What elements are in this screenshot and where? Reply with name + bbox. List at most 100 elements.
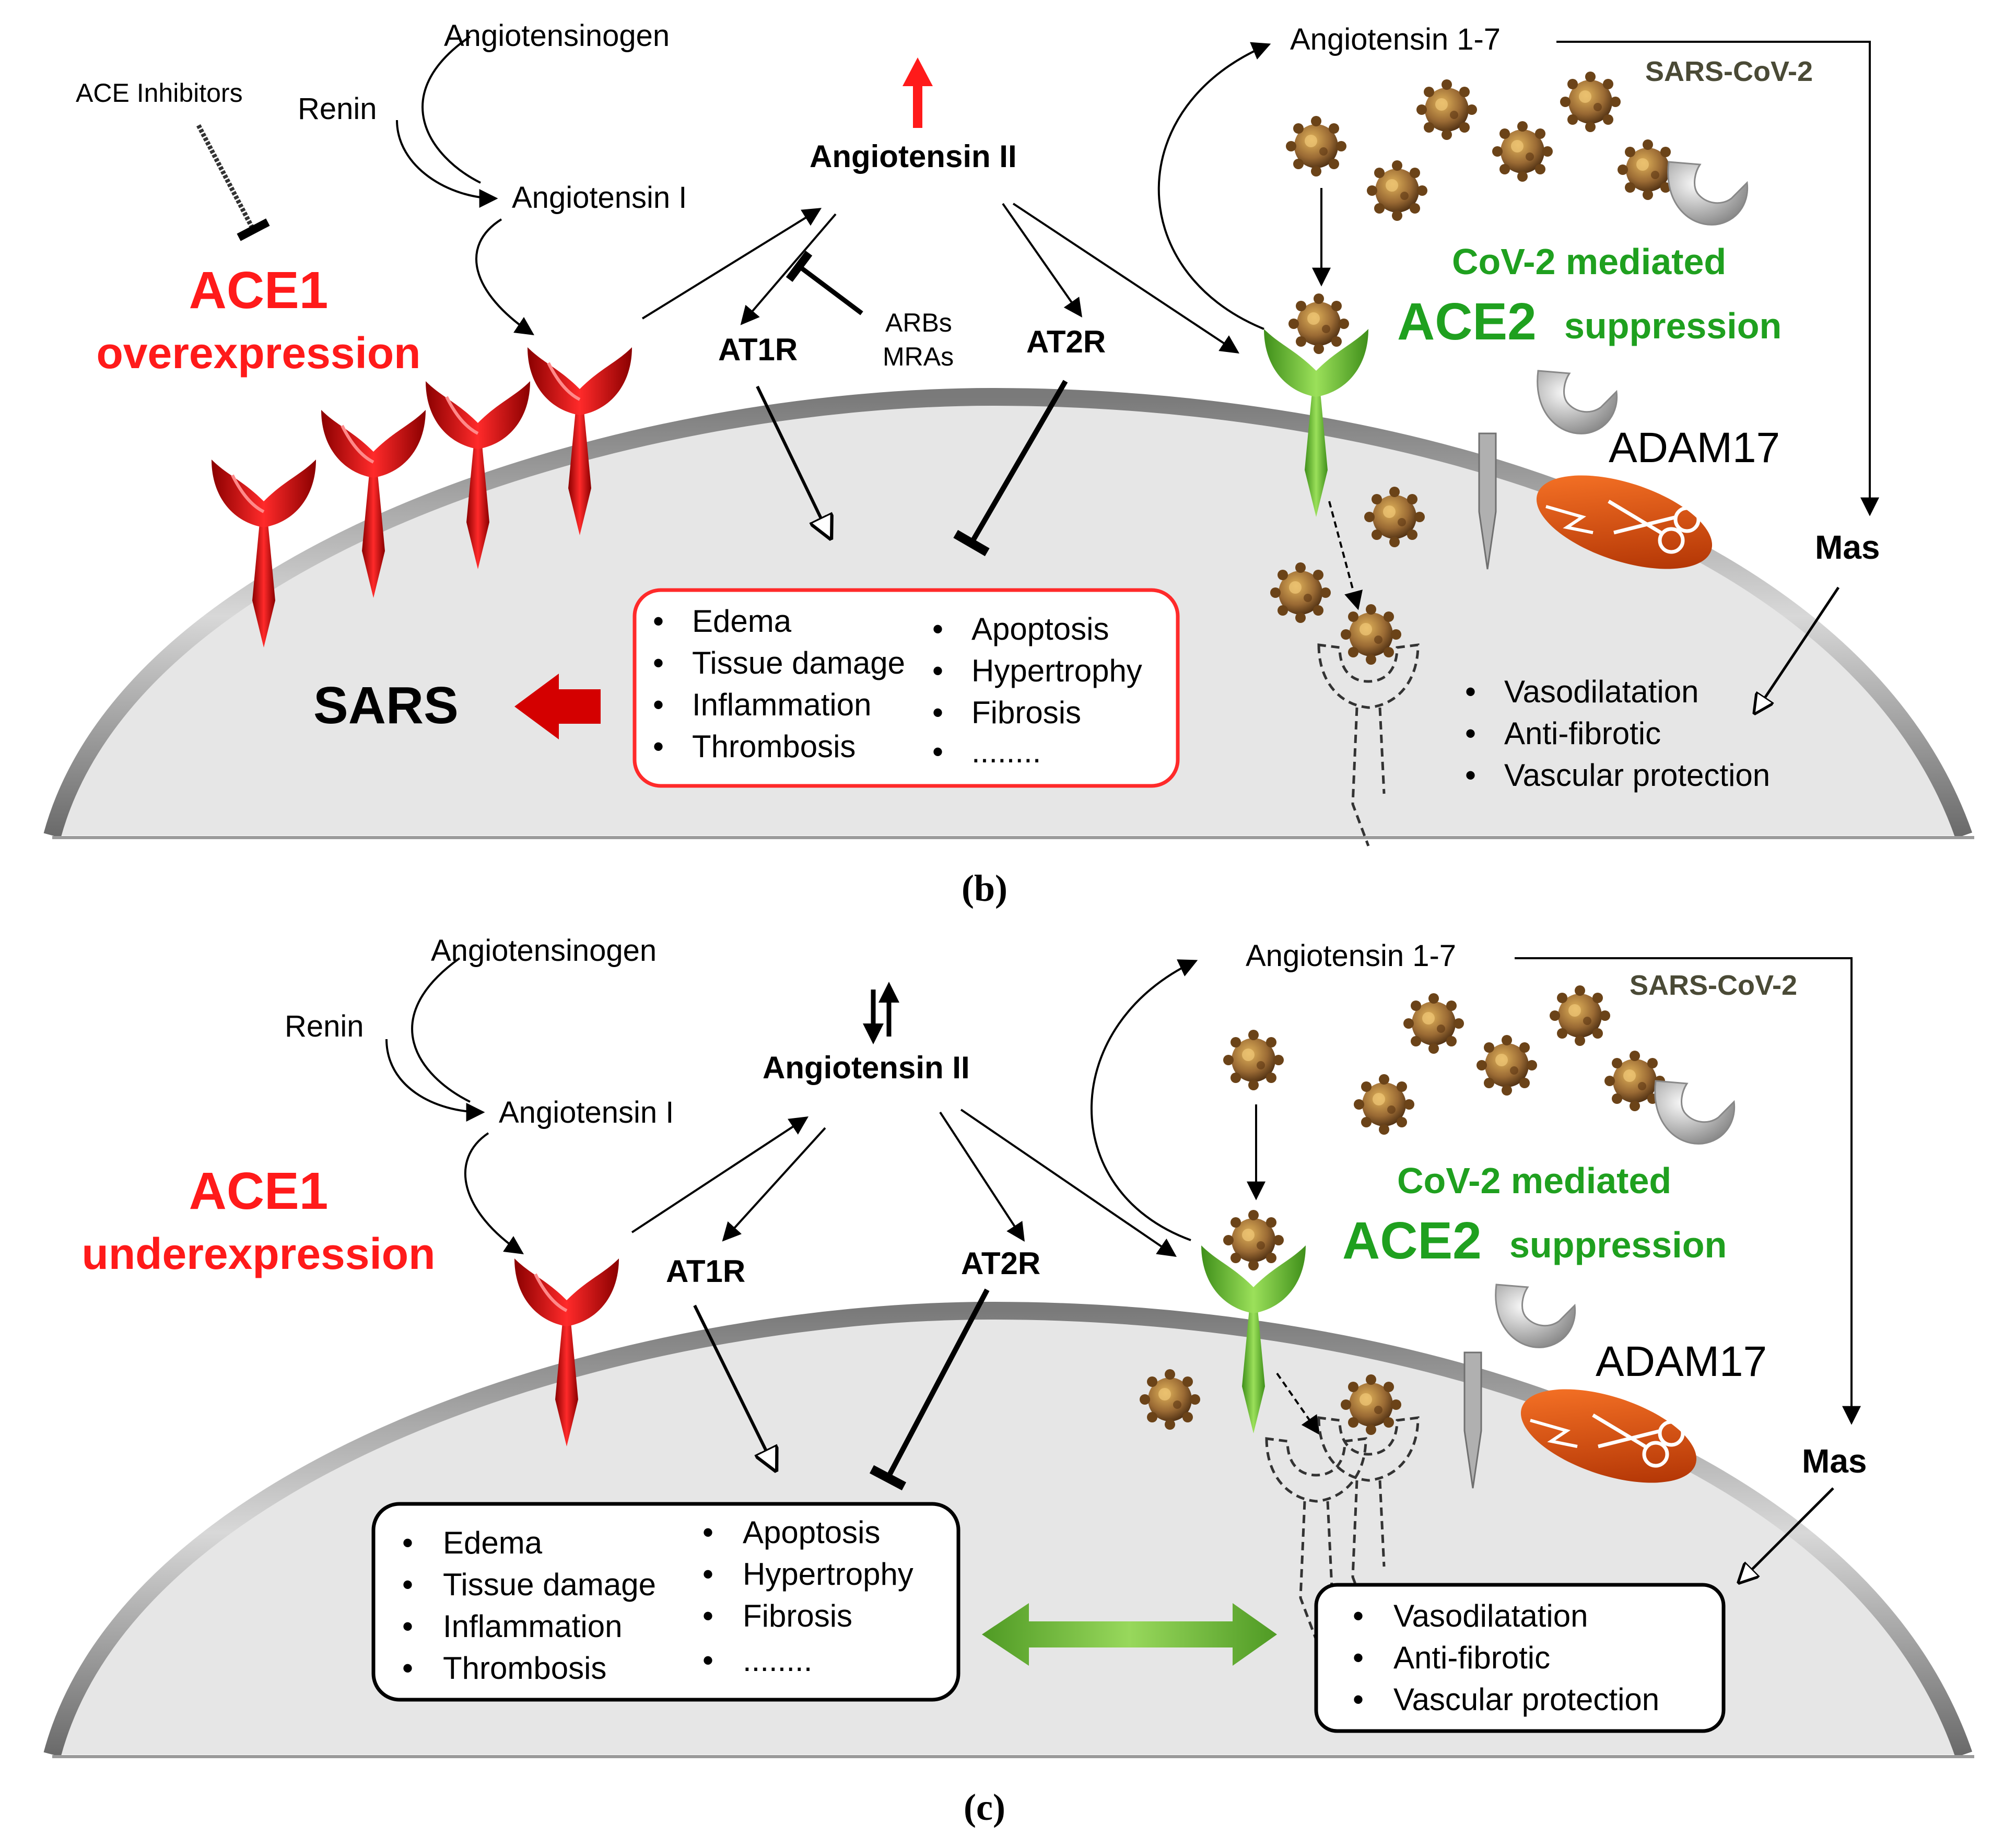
angiotensin-i-label: Angiotensin I: [499, 1096, 674, 1129]
sars-cov-2-particle-icon: [1364, 487, 1425, 547]
cell-membrane: [43, 1301, 1973, 1758]
arbs-label: ARBs: [885, 308, 952, 337]
up-arrow-icon: [903, 57, 933, 128]
sars-cov-2-particle-icon: [1223, 1210, 1284, 1270]
list-item: Apoptosis: [743, 1515, 881, 1550]
list-item: Vascular protection: [1393, 1682, 1659, 1717]
ace1-state: overexpression: [97, 328, 421, 378]
angiotensinogen-label: Angiotensinogen: [444, 19, 670, 53]
list-item: Inflammation: [692, 687, 871, 722]
at2r-label: AT2R: [1026, 324, 1106, 359]
angiotensinogen-label: Angiotensinogen: [431, 934, 657, 968]
panel-b-caption: (b): [962, 867, 1007, 909]
ace1-title: ACE1: [189, 261, 329, 320]
panel-b: Angiotensinogen Renin Angiotensin I Angi…: [43, 19, 1974, 909]
list-item: Fibrosis: [743, 1598, 852, 1633]
list-item: Fibrosis: [971, 695, 1081, 730]
angiotensin-ii-label: Angiotensin II: [763, 1050, 970, 1085]
sars-cov-2-label: SARS-CoV-2: [1645, 56, 1813, 87]
cov2-mediated-label: CoV-2 mediated: [1452, 241, 1726, 282]
mas-label: Mas: [1815, 528, 1880, 566]
sars-cov-2-particle-icon: [1550, 985, 1610, 1046]
sars-cov-2-particle-icon: [1341, 604, 1401, 665]
mas-label: Mas: [1802, 1442, 1867, 1480]
list-item: Vasodilatation: [1504, 674, 1698, 709]
svg-text:•: •: [932, 695, 943, 730]
svg-text:•: •: [1465, 674, 1476, 709]
up-down-arrows-icon: [863, 982, 899, 1044]
svg-text:•: •: [702, 1643, 713, 1678]
sars-cov-2-particle-icon: [1403, 993, 1464, 1054]
angiotensin-1-7-label: Angiotensin 1-7: [1290, 22, 1501, 56]
list-item: Edema: [692, 604, 792, 639]
mras-label: MRAs: [883, 342, 954, 371]
sars-arrow-icon: [514, 674, 601, 739]
svg-text:•: •: [932, 611, 943, 646]
soluble-ace2-icon: [1654, 1080, 1736, 1145]
list-item: Vasodilatation: [1393, 1598, 1588, 1633]
list-item: Edema: [443, 1525, 543, 1560]
soluble-ace2-icon: [1495, 1284, 1576, 1348]
protective-effects-box: [1314, 1583, 1726, 1733]
sars-cov-2-particle-icon: [1140, 1369, 1200, 1430]
renin-label: Renin: [285, 1009, 364, 1043]
sars-cov-2-particle-icon: [1367, 160, 1427, 221]
list-item: Hypertrophy: [743, 1557, 913, 1592]
svg-text:•: •: [1465, 758, 1476, 793]
list-item: Tissue damage: [692, 645, 905, 680]
sars-cov-2-particle-icon: [1560, 72, 1621, 132]
svg-text:•: •: [702, 1557, 713, 1592]
angiotensin-ii-label: Angiotensin II: [810, 139, 1017, 174]
svg-text:•: •: [1353, 1598, 1364, 1633]
sars-cov-2-particle-icon: [1477, 1035, 1537, 1096]
svg-text:•: •: [1353, 1682, 1364, 1717]
list-item: Anti-fibrotic: [1393, 1640, 1550, 1675]
svg-text:•: •: [1465, 716, 1476, 751]
svg-text:•: •: [653, 604, 664, 639]
svg-text:•: •: [1353, 1640, 1364, 1675]
angiotensin-i-label: Angiotensin I: [512, 181, 687, 215]
ace1-title: ACE1: [189, 1162, 329, 1220]
sars-cov-2-label: SARS-CoV-2: [1630, 970, 1797, 1001]
harmful-effects-box: [632, 588, 1180, 788]
svg-text:•: •: [653, 729, 664, 764]
harmful-effects-box: [371, 1502, 960, 1702]
list-item: Anti-fibrotic: [1504, 716, 1661, 751]
ace1-state: underexpression: [82, 1229, 436, 1278]
angiotensin-1-7-label: Angiotensin 1-7: [1246, 939, 1456, 973]
at1r-label: AT1R: [666, 1254, 745, 1289]
sars-cov-2-particle-icon: [1341, 1374, 1401, 1435]
suppression-label: suppression: [1509, 1225, 1727, 1265]
sars-cov-2-particle-icon: [1286, 116, 1346, 176]
protective-effects-list: • Vasodilatation • Anti-fibrotic • Vascu…: [1465, 674, 1770, 793]
soluble-ace2-icon: [1537, 370, 1618, 434]
svg-text:•: •: [402, 1525, 413, 1560]
ace-inhibitors-label: ACE Inhibitors: [76, 78, 243, 108]
svg-text:•: •: [402, 1651, 413, 1686]
svg-text:•: •: [932, 653, 943, 688]
sars-cov-2-particle-icon: [1223, 1030, 1284, 1090]
list-item: Thrombosis: [443, 1651, 606, 1686]
svg-text:•: •: [702, 1598, 713, 1633]
svg-text:•: •: [702, 1515, 713, 1550]
list-item: Tissue damage: [443, 1567, 656, 1602]
sars-cov-2-particle-icon: [1288, 293, 1349, 354]
list-item: ........: [971, 734, 1041, 769]
sars-cov-2-particle-icon: [1270, 562, 1331, 623]
list-item: Hypertrophy: [971, 653, 1142, 688]
svg-text:•: •: [653, 645, 664, 680]
at2r-label: AT2R: [961, 1246, 1040, 1281]
cell-membrane: [43, 387, 1973, 839]
svg-text:•: •: [402, 1567, 413, 1602]
renin-label: Renin: [298, 92, 377, 126]
list-item: Thrombosis: [692, 729, 856, 764]
list-item: ........: [743, 1643, 812, 1678]
cov2-mediated-label: CoV-2 mediated: [1397, 1160, 1671, 1201]
ace2-label: ACE2: [1342, 1211, 1482, 1270]
svg-text:•: •: [653, 687, 664, 722]
sars-label: SARS: [313, 676, 459, 735]
sars-cov-2-particle-icon: [1492, 121, 1553, 182]
svg-text:•: •: [932, 734, 943, 769]
at1r-label: AT1R: [718, 332, 798, 367]
protective-effects-list: • Vasodilatation • Anti-fibrotic • Vascu…: [1353, 1598, 1659, 1717]
